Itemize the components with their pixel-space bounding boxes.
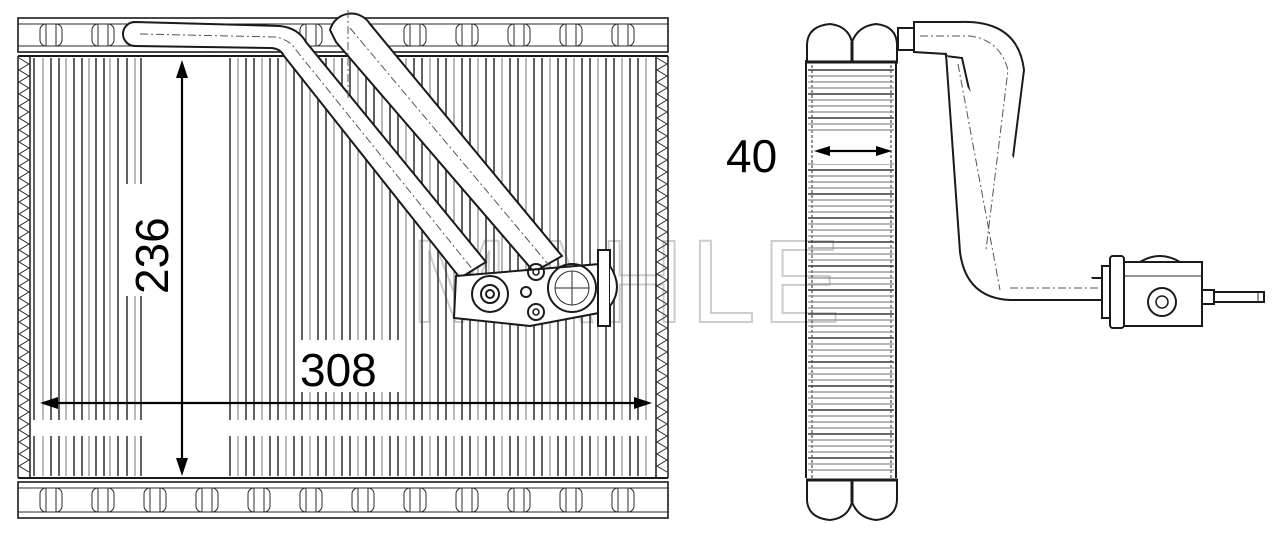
dimension-width-label: 308 (300, 344, 377, 396)
side-plate-right (655, 56, 669, 478)
pipe-flange (1101, 255, 1125, 329)
header-clip (559, 487, 583, 513)
header-clip (351, 487, 375, 513)
dimension-depth-label: 40 (726, 130, 777, 182)
valve-body (1123, 255, 1203, 327)
return-pipe (897, 20, 1107, 301)
core-stack (805, 60, 897, 478)
fin-gap (32, 420, 143, 436)
header-clip (91, 487, 115, 513)
side-view: 40 (726, 20, 1265, 522)
header-clip (455, 487, 479, 513)
header-clip (91, 23, 115, 47)
dimension-height: 236 (120, 60, 188, 476)
header-clip (39, 23, 63, 47)
bottom-header-tank (17, 481, 669, 519)
connector-pin (1201, 289, 1265, 305)
dimension-width: 308 (40, 340, 652, 409)
header-clip (611, 23, 635, 47)
outlet-pipe (328, 10, 564, 274)
front-view: 236 308 (17, 10, 669, 519)
inlet-pipe (122, 20, 488, 280)
header-clip (507, 23, 531, 47)
header-tank-top (806, 22, 898, 64)
header-clip (611, 487, 635, 513)
header-clip (455, 23, 479, 47)
header-clip (39, 487, 63, 513)
header-clip (403, 23, 427, 47)
fin-gap (228, 420, 648, 436)
header-clip (195, 487, 219, 513)
side-plate-left (17, 56, 31, 478)
dimension-height-label: 236 (126, 217, 178, 294)
header-tank-bottom (806, 478, 898, 522)
expansion-valve-block (452, 249, 618, 328)
header-clip (143, 487, 167, 513)
header-clip (559, 23, 583, 47)
header-clip (507, 487, 531, 513)
header-clip (403, 487, 427, 513)
header-clip (299, 487, 323, 513)
dimension-depth: 40 (726, 130, 892, 182)
header-clip (247, 487, 271, 513)
